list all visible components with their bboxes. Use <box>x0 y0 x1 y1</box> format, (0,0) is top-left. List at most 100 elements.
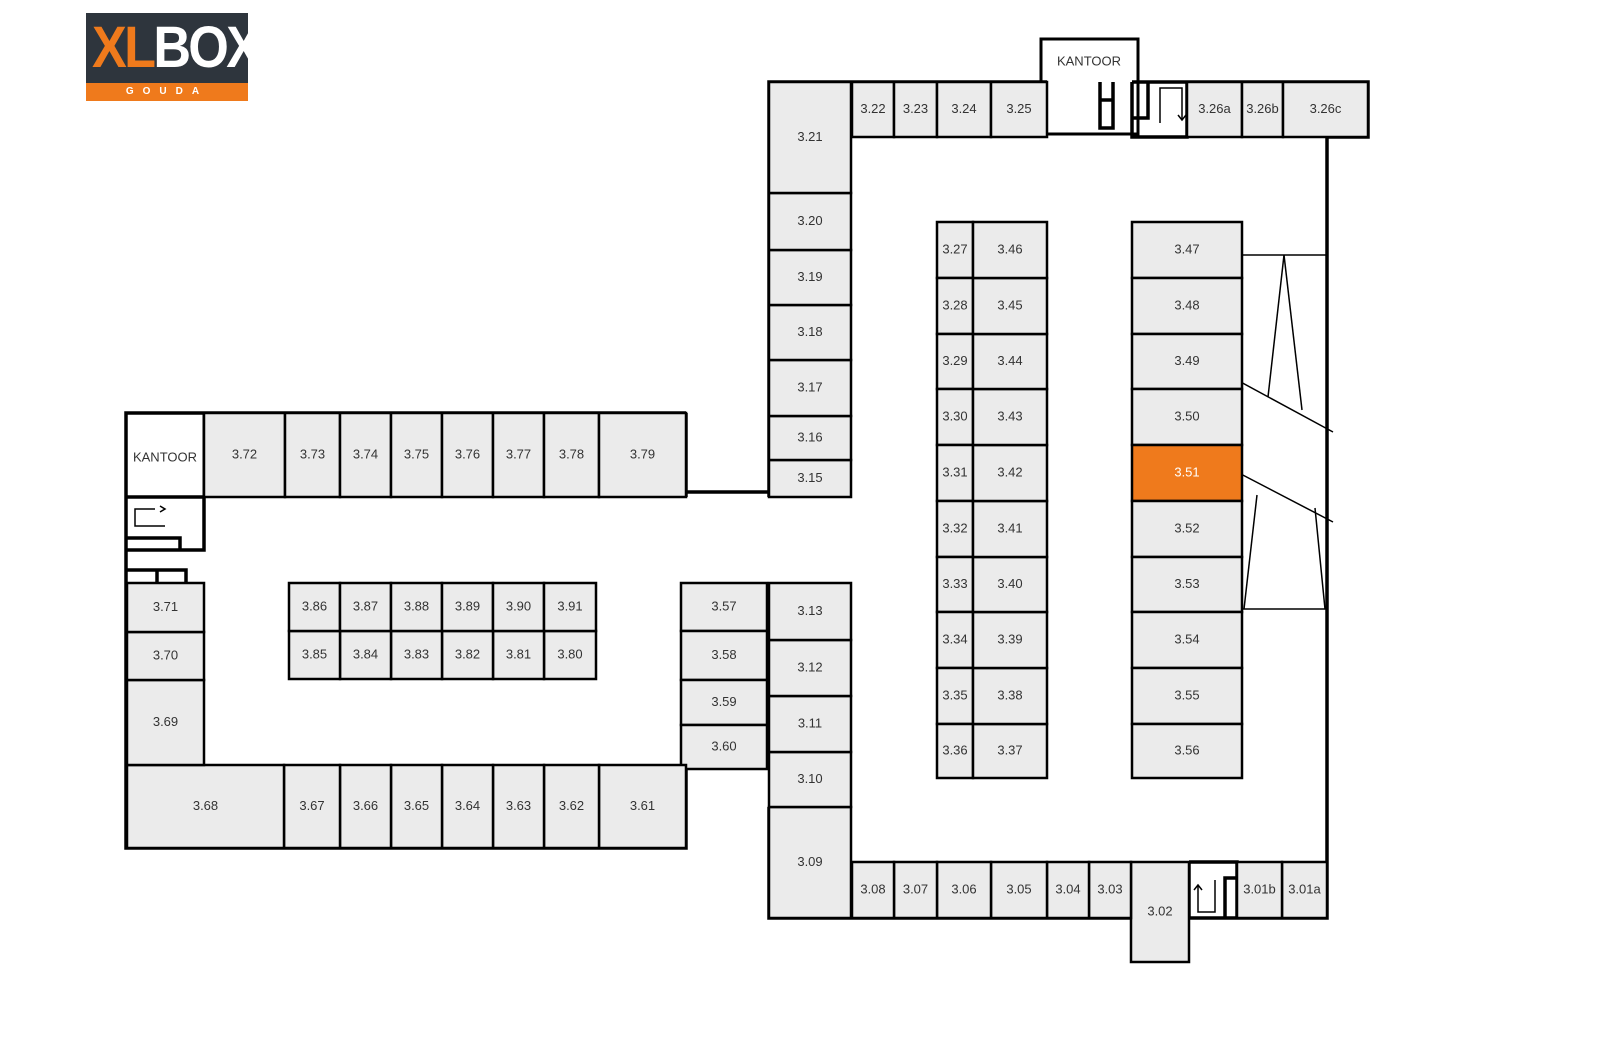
unit-3-62[interactable]: 3.62 <box>542 763 601 850</box>
unit-3-76[interactable]: 3.76 <box>440 411 495 499</box>
unit-3-31[interactable]: 3.31 <box>935 443 975 503</box>
unit-3-64[interactable]: 3.64 <box>440 763 495 850</box>
unit-3-10[interactable]: 3.10 <box>767 750 853 809</box>
unit-3-29[interactable]: 3.29 <box>935 332 975 391</box>
unit-box[interactable] <box>971 555 1049 614</box>
unit-3-24[interactable]: 3.24 <box>935 80 993 139</box>
unit-3-90[interactable]: 3.90 <box>491 581 546 633</box>
unit-3-77[interactable]: 3.77 <box>491 411 546 499</box>
unit-box[interactable] <box>1281 80 1370 139</box>
unit-box[interactable] <box>767 191 853 252</box>
unit-3-01b[interactable]: 3.01b <box>1235 860 1284 920</box>
unit-box[interactable] <box>935 80 993 139</box>
unit-3-27[interactable]: 3.27 <box>935 220 975 280</box>
unit-box[interactable] <box>767 694 853 754</box>
unit-3-11[interactable]: 3.11 <box>767 694 853 754</box>
unit-box[interactable] <box>491 411 546 499</box>
unit-box[interactable] <box>1129 860 1191 964</box>
unit-box[interactable] <box>767 358 853 418</box>
unit-3-40[interactable]: 3.40 <box>971 555 1049 614</box>
unit-box[interactable] <box>971 443 1049 503</box>
unit-3-88[interactable]: 3.88 <box>389 581 444 633</box>
unit-box[interactable] <box>338 763 393 850</box>
unit-3-46[interactable]: 3.46 <box>971 220 1049 280</box>
unit-3-04[interactable]: 3.04 <box>1045 860 1091 920</box>
unit-box[interactable] <box>971 332 1049 391</box>
unit-3-86[interactable]: 3.86 <box>287 581 342 633</box>
unit-3-85[interactable]: 3.85 <box>287 629 342 681</box>
unit-3-50[interactable]: 3.50 <box>1130 387 1244 447</box>
unit-box[interactable] <box>389 581 444 633</box>
unit-box[interactable] <box>971 722 1049 780</box>
unit-3-20[interactable]: 3.20 <box>767 191 853 252</box>
unit-3-03[interactable]: 3.03 <box>1087 860 1133 920</box>
unit-3-60[interactable]: 3.60 <box>679 723 769 771</box>
unit-box[interactable] <box>202 411 287 499</box>
unit-3-35[interactable]: 3.35 <box>935 666 975 726</box>
unit-box[interactable] <box>338 411 393 499</box>
unit-3-38[interactable]: 3.38 <box>971 666 1049 726</box>
unit-box[interactable] <box>971 610 1049 670</box>
unit-box[interactable] <box>1130 722 1244 780</box>
unit-3-09[interactable]: 3.09 <box>767 805 853 920</box>
unit-box[interactable] <box>440 411 495 499</box>
unit-box[interactable] <box>125 763 286 850</box>
unit-box[interactable] <box>971 666 1049 726</box>
unit-3-61[interactable]: 3.61 <box>597 763 688 850</box>
unit-3-80[interactable]: 3.80 <box>542 629 598 681</box>
unit-3-75[interactable]: 3.75 <box>389 411 444 499</box>
unit-3-67[interactable]: 3.67 <box>282 763 342 850</box>
unit-box[interactable] <box>283 411 342 499</box>
unit-box[interactable] <box>767 805 853 920</box>
unit-3-13[interactable]: 3.13 <box>767 581 853 642</box>
unit-3-30[interactable]: 3.30 <box>935 387 975 447</box>
unit-3-45[interactable]: 3.45 <box>971 276 1049 336</box>
unit-3-12[interactable]: 3.12 <box>767 638 853 698</box>
office-top[interactable] <box>1039 37 1140 136</box>
unit-3-68[interactable]: 3.68 <box>125 763 286 850</box>
unit-3-91[interactable]: 3.91 <box>542 581 598 633</box>
unit-3-16[interactable]: 3.16 <box>767 414 853 462</box>
unit-3-83[interactable]: 3.83 <box>389 629 444 681</box>
unit-box[interactable] <box>767 80 853 195</box>
unit-3-65[interactable]: 3.65 <box>389 763 444 850</box>
unit-3-47[interactable]: 3.47 <box>1130 220 1244 280</box>
unit-box[interactable] <box>767 248 853 307</box>
unit-box[interactable] <box>1130 666 1244 726</box>
unit-3-49[interactable]: 3.49 <box>1130 332 1244 391</box>
unit-box[interactable] <box>125 581 206 634</box>
unit-box[interactable] <box>935 610 975 670</box>
unit-3-43[interactable]: 3.43 <box>971 387 1049 447</box>
unit-3-73[interactable]: 3.73 <box>283 411 342 499</box>
unit-box[interactable] <box>282 763 342 850</box>
unit-3-26a[interactable]: 3.26a <box>1185 80 1244 139</box>
unit-3-52[interactable]: 3.52 <box>1130 499 1244 559</box>
unit-box[interactable] <box>935 387 975 447</box>
unit-3-21[interactable]: 3.21 <box>767 80 853 195</box>
unit-3-84[interactable]: 3.84 <box>338 629 393 681</box>
unit-3-05[interactable]: 3.05 <box>989 860 1049 920</box>
unit-3-34[interactable]: 3.34 <box>935 610 975 670</box>
unit-3-28[interactable]: 3.28 <box>935 276 975 336</box>
unit-3-54[interactable]: 3.54 <box>1130 610 1244 670</box>
unit-3-74[interactable]: 3.74 <box>338 411 393 499</box>
unit-3-25[interactable]: 3.25 <box>989 80 1049 139</box>
unit-box[interactable] <box>491 629 546 681</box>
unit-box[interactable] <box>491 763 546 850</box>
unit-box[interactable] <box>971 276 1049 336</box>
unit-3-79[interactable]: 3.79 <box>597 411 688 499</box>
unit-box[interactable] <box>935 860 993 920</box>
unit-box[interactable] <box>767 581 853 642</box>
unit-box[interactable] <box>1240 80 1285 139</box>
unit-3-26c[interactable]: 3.26c <box>1281 80 1370 139</box>
unit-box[interactable] <box>1235 860 1284 920</box>
unit-3-06[interactable]: 3.06 <box>935 860 993 920</box>
unit-3-01a[interactable]: 3.01a <box>1280 860 1329 920</box>
unit-box[interactable] <box>1130 555 1244 614</box>
unit-box[interactable] <box>440 581 495 633</box>
unit-3-82[interactable]: 3.82 <box>440 629 495 681</box>
unit-3-63[interactable]: 3.63 <box>491 763 546 850</box>
unit-3-71[interactable]: 3.71 <box>125 581 206 634</box>
unit-3-32[interactable]: 3.32 <box>935 499 975 559</box>
unit-box[interactable] <box>1130 332 1244 391</box>
